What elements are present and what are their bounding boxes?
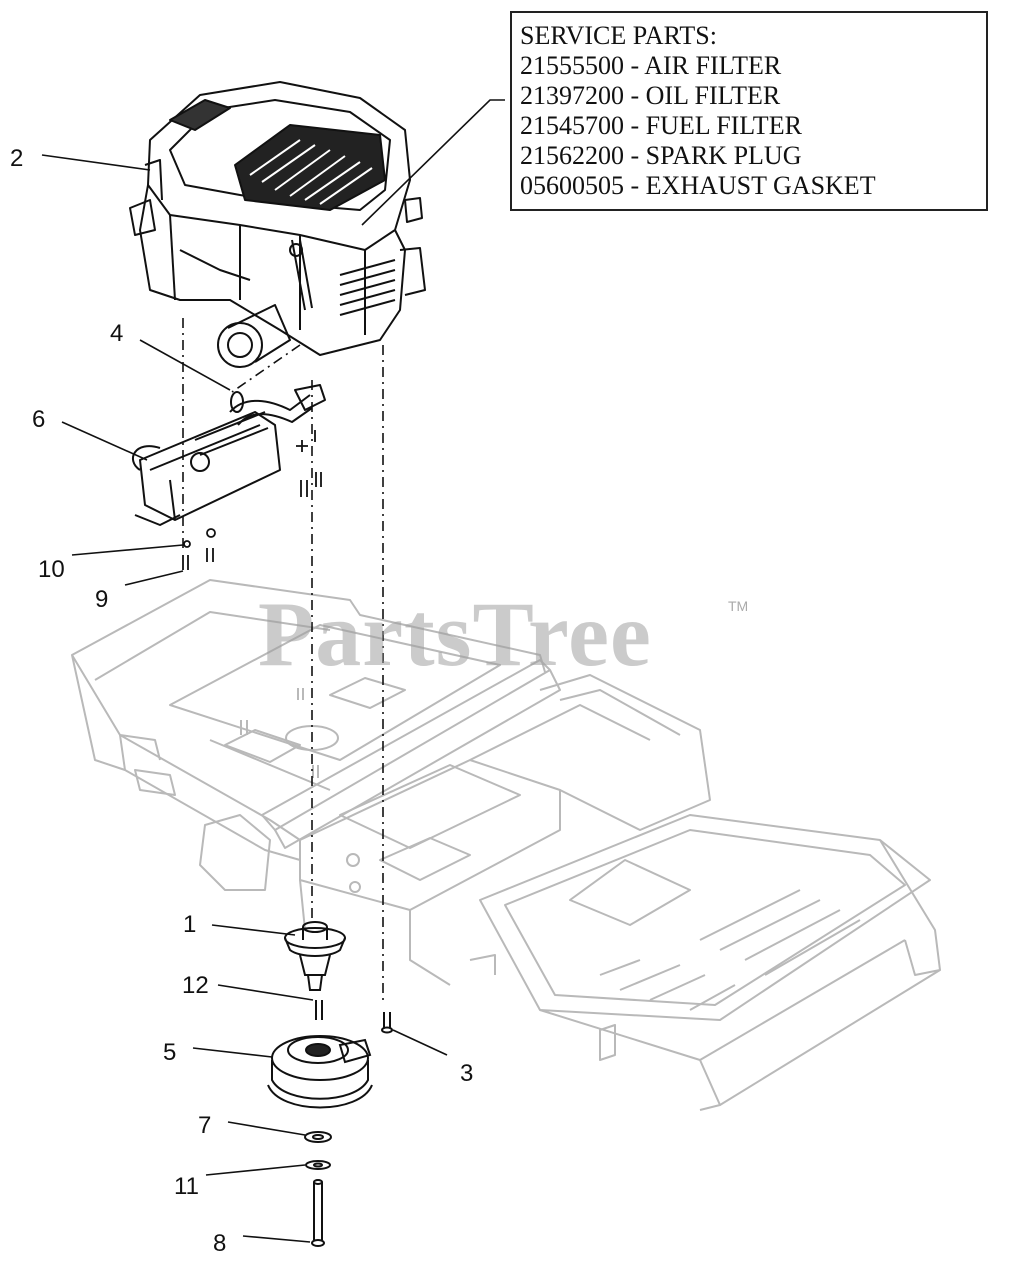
callout-12: 12 bbox=[182, 972, 209, 999]
callout-11: 11 bbox=[174, 1173, 199, 1200]
pulley-clutch-assembly bbox=[267, 921, 393, 1247]
callout-4: 4 bbox=[110, 320, 124, 347]
service-part-air-filter: 21555500 - AIR FILTER bbox=[520, 51, 782, 80]
muffler-assembly bbox=[131, 384, 326, 526]
hardware bbox=[182, 430, 322, 570]
service-part-spark-plug: 21562200 - SPARK PLUG bbox=[520, 141, 802, 170]
callout-5: 5 bbox=[163, 1039, 177, 1066]
callout-9: 9 bbox=[95, 586, 109, 613]
callout-2: 2 bbox=[10, 145, 24, 172]
callout-10: 10 bbox=[38, 556, 65, 583]
trademark-mark: TM bbox=[728, 598, 749, 614]
alignment-lines bbox=[182, 318, 384, 1005]
engine-assembly bbox=[129, 81, 426, 368]
service-parts-heading: SERVICE PARTS: bbox=[520, 21, 717, 50]
mower-frame bbox=[71, 579, 941, 1111]
service-part-fuel-filter: 21545700 - FUEL FILTER bbox=[520, 111, 802, 140]
service-part-oil-filter: 21397200 - OIL FILTER bbox=[520, 81, 781, 110]
watermark: PartsTree bbox=[258, 583, 652, 685]
callout-1: 1 bbox=[183, 911, 197, 938]
leader-lines bbox=[41, 99, 505, 1243]
callout-6: 6 bbox=[32, 406, 46, 433]
service-part-exhaust-gasket: 05600505 - EXHAUST GASKET bbox=[520, 171, 876, 200]
service-parts-box: SERVICE PARTS: 21555500 - AIR FILTER 213… bbox=[510, 11, 988, 211]
callout-8: 8 bbox=[213, 1230, 227, 1257]
callout-3: 3 bbox=[460, 1060, 474, 1087]
callout-7: 7 bbox=[198, 1112, 212, 1139]
